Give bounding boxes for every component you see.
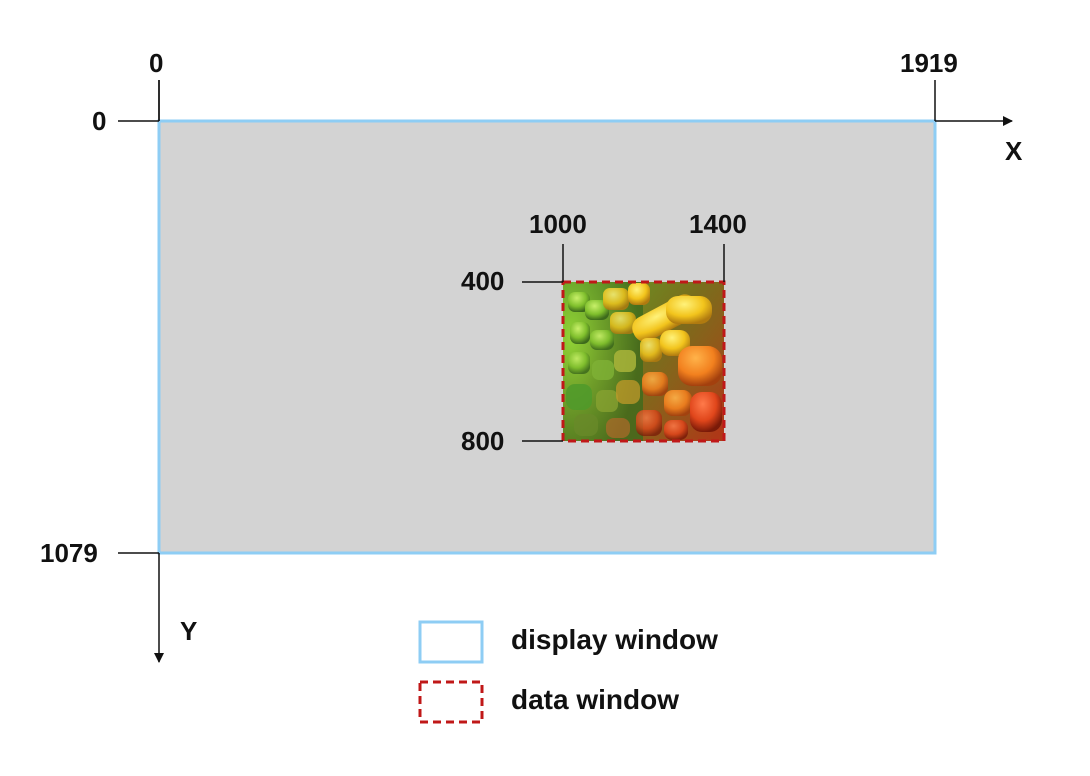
legend-data-window-swatch	[418, 680, 484, 724]
data-x-tick-label-1000: 1000	[529, 209, 587, 239]
y-axis-label: Y	[180, 616, 198, 646]
data-window	[561, 280, 726, 443]
data-window-image	[563, 282, 724, 441]
data-y-tick-label-400: 400	[461, 266, 505, 296]
display-window	[157, 119, 937, 555]
x-axis-label: X	[1005, 136, 1023, 166]
y-tick-label-0: 0	[92, 106, 107, 136]
x-tick-label-0: 0	[149, 48, 164, 78]
legend-display-window-label: display window	[511, 624, 718, 655]
y-tick-label-1079: 1079	[40, 538, 98, 568]
data-y-tick-label-800: 800	[461, 426, 505, 456]
legend-data-window-label: data window	[511, 684, 679, 715]
legend-display-window-swatch	[418, 620, 484, 664]
x-tick-label-1919: 1919	[900, 48, 958, 78]
data-x-tick-label-1400: 1400	[689, 209, 747, 239]
